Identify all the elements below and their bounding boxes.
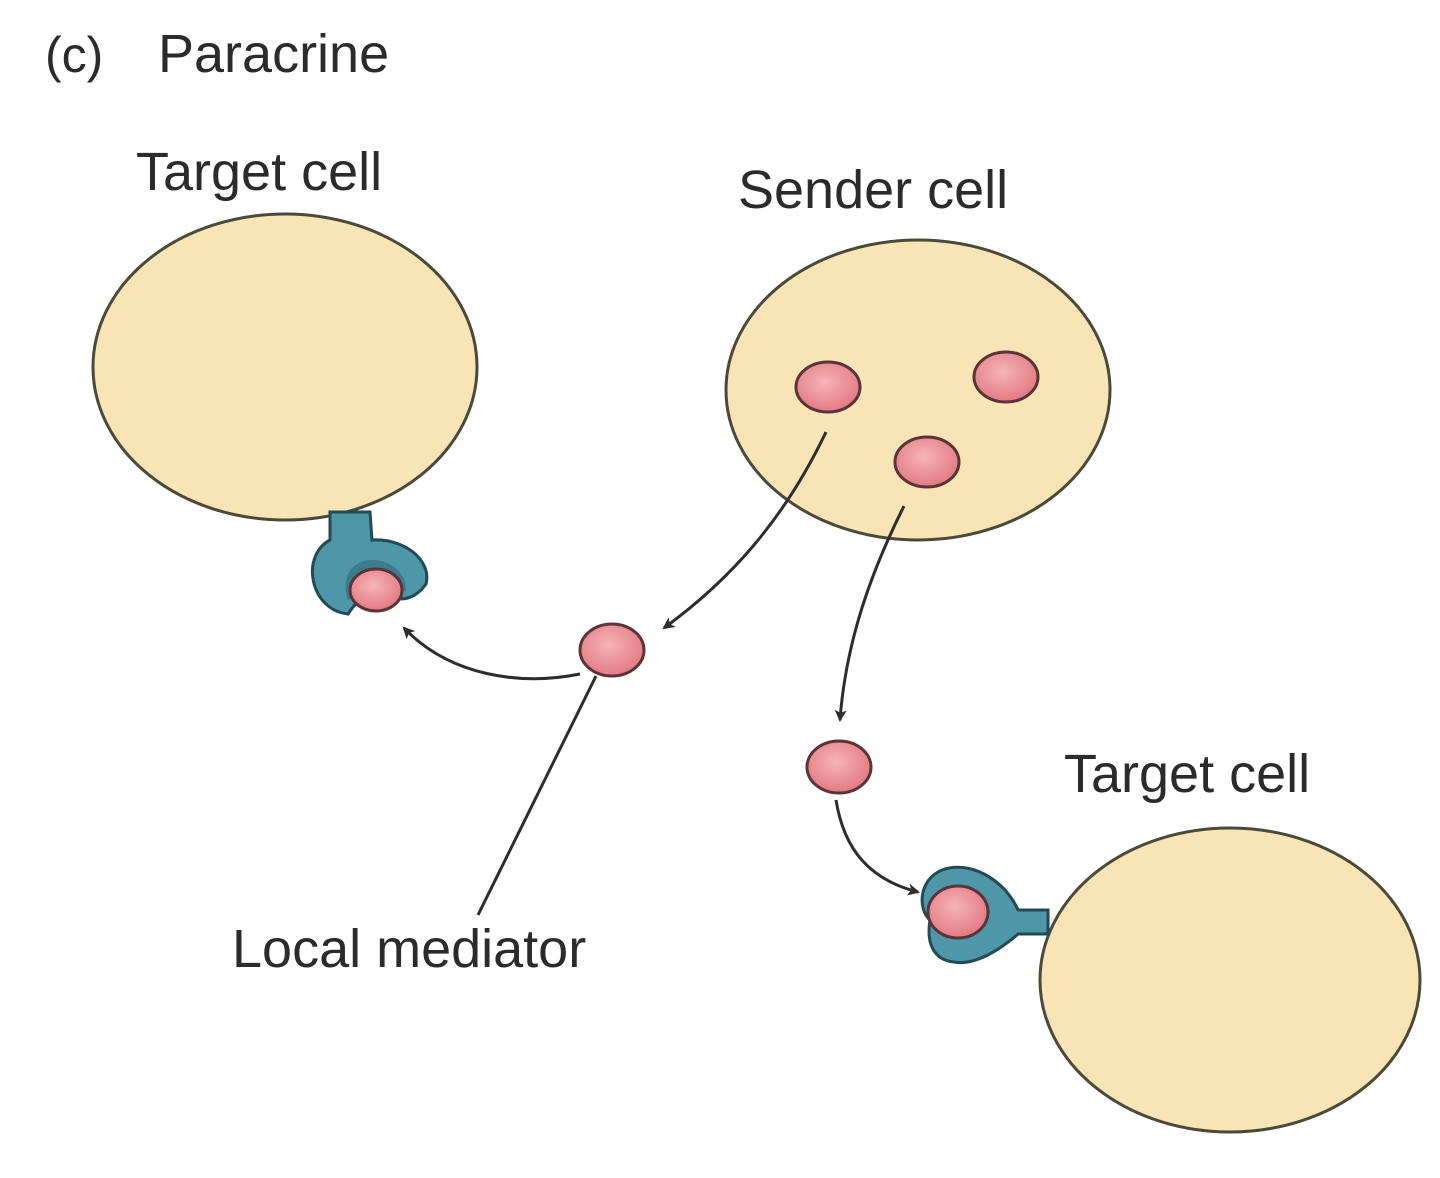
target-cell-top	[91, 212, 479, 522]
mediator-vesicle	[972, 350, 1040, 404]
sender-cell-label: Sender cell	[738, 160, 1008, 220]
target-cell-top-label: Target cell	[136, 142, 382, 202]
bound-mediator-top	[348, 567, 404, 613]
target-cell-bottom-label: Target cell	[1064, 744, 1310, 804]
free-mediator-right	[805, 739, 873, 795]
mediator-vesicle	[794, 360, 862, 414]
bound-mediator-bottom	[926, 884, 990, 940]
arrow-sender-to-mediator-right	[834, 505, 906, 722]
sender-cell	[724, 238, 1112, 542]
free-mediator-left	[578, 622, 646, 678]
local-mediator-leader-line	[476, 675, 598, 916]
panel-letter: (c)	[45, 27, 103, 83]
arrow-mediator-to-top-receptor	[402, 626, 581, 681]
target-cell-bottom	[1038, 826, 1422, 1134]
arrow-mediator-to-bottom-receptor	[834, 799, 920, 896]
mediator-vesicle	[893, 435, 961, 489]
arrow-sender-to-mediator-left	[662, 431, 828, 630]
local-mediator-label: Local mediator	[232, 919, 586, 979]
diagram-title: Paracrine	[158, 24, 389, 84]
